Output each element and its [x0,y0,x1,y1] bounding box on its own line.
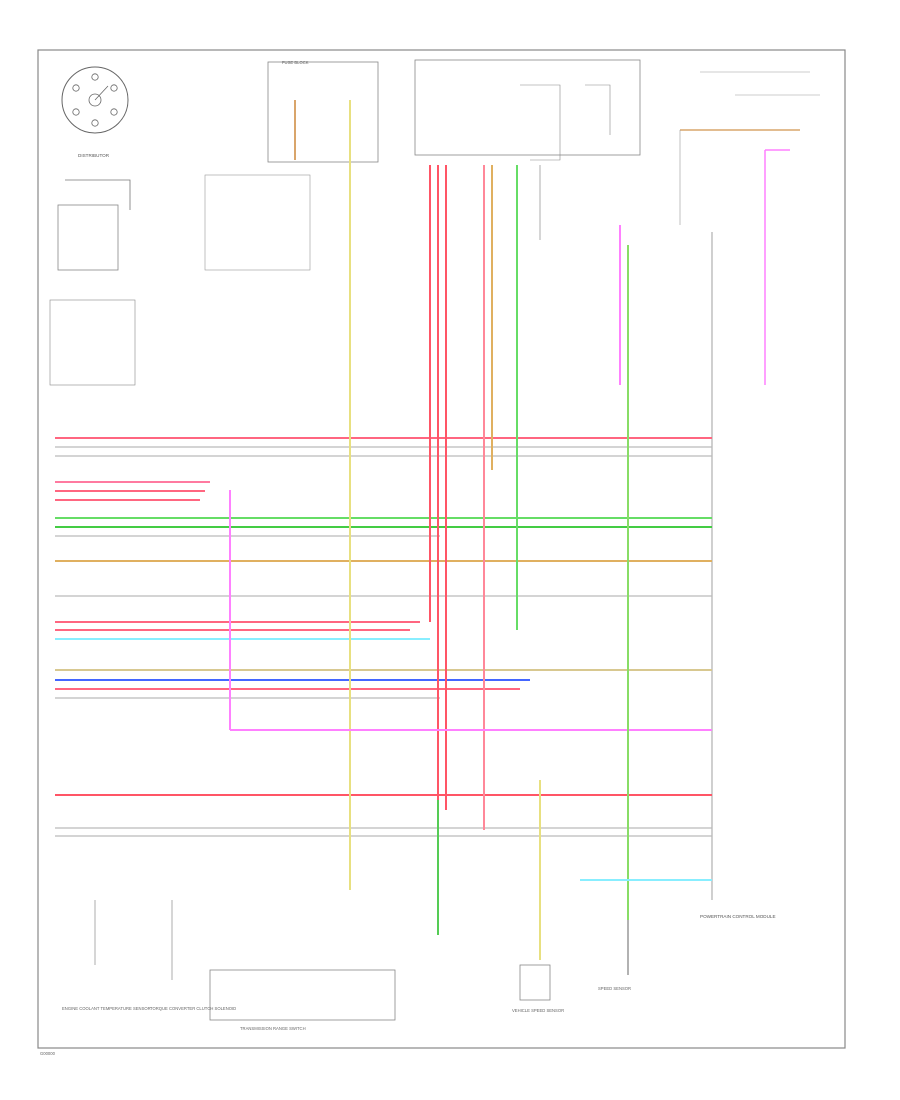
diagram-frame [37,49,846,1049]
relay-center-box [414,59,641,156]
fuse-block-box [267,61,379,163]
vss-label: VEHICLE SPEED SENSOR [512,1008,564,1013]
tcc-solenoid: TORQUE CONVERTER CLUTCH SOLENOID [150,900,236,1011]
ect-sensor: ENGINE COOLANT TEMPERATURE SENSOR [62,900,151,1011]
pcm-label: POWERTRAIN CONTROL MODULE [700,914,776,919]
vss-sensor: VEHICLE SPEED SENSOR [512,964,564,1013]
trans-range-switch: TRANSMISSION RANGE SWITCH [209,969,396,1031]
speed-sensor: SPEED SENSOR [598,920,631,991]
ect-sensor-label: ENGINE COOLANT TEMPERATURE SENSOR [62,1006,151,1011]
tcc-label: TORQUE CONVERTER CLUTCH SOLENOID [150,1006,236,1011]
footer-code: G00000 [40,1051,56,1056]
pcm-connector: POWERTRAIN CONTROL MODULE [700,232,776,919]
fuse-block-label: FUSE BLOCK [282,60,309,65]
speed-sensor-label: SPEED SENSOR [598,986,631,991]
trans-switch-label: TRANSMISSION RANGE SWITCH [240,1026,306,1031]
distributor: DISTRIBUTOR [61,66,129,158]
distributor-label: DISTRIBUTOR [78,153,110,158]
